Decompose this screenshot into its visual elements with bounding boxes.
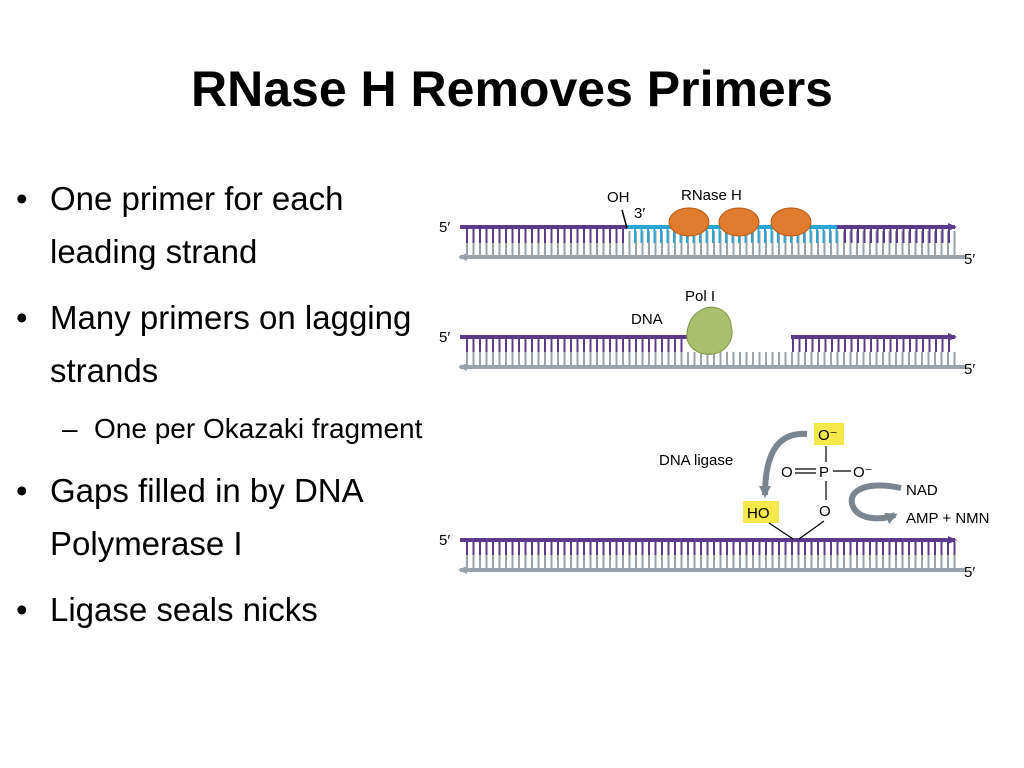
bullet-glyph: • [16,299,28,336]
five-prime-label: 5′ [964,251,975,268]
five-prime-label: 5′ [964,361,975,378]
sub-bullet-text: One per Okazaki fragment [94,413,423,444]
dna-label: DNA [631,311,663,328]
top-rungs [844,229,950,243]
bullet-text: Ligase seals nicks [50,591,318,628]
five-prime-label: 5′ [439,532,450,549]
o-minus-right-label: O⁻ [853,464,873,481]
pol-i-label: Pol I [685,288,715,305]
slide-title: RNase H Removes Primers [191,61,833,117]
rnase-h-enzyme [718,207,760,237]
bullet-glyph: • [16,180,28,217]
sub-bullet-glyph: – [62,413,78,444]
top-rungs [466,542,956,555]
p-label: P [819,464,829,481]
bullet-list: • One primer for each leading strand • M… [14,172,444,649]
bullet-item: • Ligase seals nicks [14,583,444,636]
rnase-h-enzyme [668,207,710,237]
o-strand-bond [798,520,825,540]
five-prime-label: 5′ [964,564,975,581]
nad-arrow [848,482,902,524]
o-minus-highlight [814,423,844,445]
panel-pol-i: Pol I DNA 5′ 5′ [439,288,975,378]
o-double-label: O [781,464,793,481]
rnase-h-enzyme [770,207,812,237]
template-rungs [466,352,956,365]
pol-i-enzyme [686,306,733,355]
amp-nmn-label: AMP + NMN [906,510,990,527]
five-prime-label: 5′ [439,219,450,236]
bullet-item: • Gaps filled in by DNA Polymerase I [14,464,444,570]
top-rungs [466,229,624,243]
five-prime-label: 5′ [439,329,450,346]
o-bottom-label: O [819,503,831,520]
ligase-arrow [759,430,808,498]
bullet-item: • One primer for each leading strand [14,172,444,278]
dna-ligase-label: DNA ligase [659,452,733,469]
ho-highlight [743,501,779,523]
bullet-glyph: • [16,591,28,628]
o-minus-label: O⁻ [818,427,838,444]
primer-removal-diagram: OH 3′ RNase H 5′ 5′ Pol I DNA 5′ 5′ DNA … [439,187,990,581]
ho-label: HO [747,505,770,522]
nad-label: NAD [906,482,938,499]
bullet-text: Gaps filled in by DNA Polymerase I [50,472,362,562]
top-rungs [466,339,683,352]
bullet-item: • Many primers on lagging strands [14,291,444,397]
panel-dna-ligase: DNA ligase O⁻ O P O⁻ O HO NAD AMP + NMN … [439,423,990,581]
panel-rnase-h: OH 3′ RNase H 5′ 5′ [439,187,975,268]
top-rungs [792,339,950,352]
bullet-text: One primer for each leading strand [50,180,344,270]
rnase-h-label: RNase H [681,187,742,204]
template-rungs [466,231,956,255]
oh-pointer [621,209,628,229]
template-rungs [466,555,956,568]
ho-strand-bond [768,522,794,540]
bullet-glyph: • [16,472,28,509]
oh-label: OH [607,189,630,206]
sub-bullet-item: – One per Okazaki fragment [14,406,444,451]
three-prime-label: 3′ [634,205,645,222]
bullet-text: Many primers on lagging strands [50,299,412,389]
